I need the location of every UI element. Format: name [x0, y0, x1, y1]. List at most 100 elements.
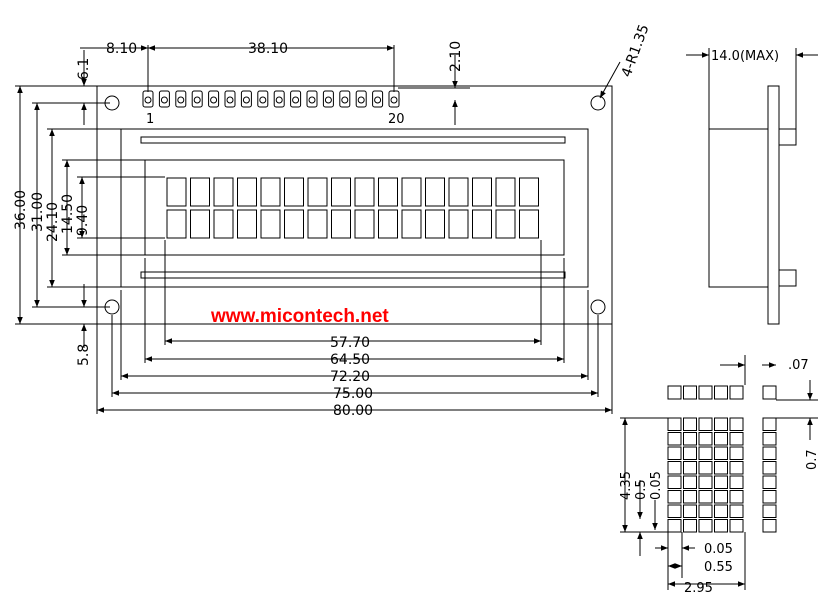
pin-hole: [226, 96, 234, 104]
char-cell: [354, 209, 375, 239]
char-cell: [190, 177, 210, 207]
connector-pin: [224, 90, 236, 108]
connector-pin: [240, 90, 252, 108]
dim-bottom-72-2: 72.20: [330, 369, 370, 385]
dim-hole-radius: 4-R1.35: [619, 22, 653, 79]
matrix-dot: [667, 432, 682, 446]
matrix-dot: [683, 446, 697, 460]
connector-pin: [372, 90, 384, 108]
matrix-dot: [698, 461, 713, 475]
bezel-outline: [120, 128, 589, 288]
dim-pin-height: 2.10: [448, 41, 464, 72]
char-cell: [378, 209, 398, 239]
side-pin-bottom: [778, 269, 797, 287]
dim-dot-pitch-v: 0.5: [634, 479, 649, 500]
dim-pitch-top: .07: [788, 358, 809, 373]
matrix-dot: [667, 446, 682, 460]
character-cells: [166, 177, 539, 239]
matrix-dot: [683, 504, 697, 518]
matrix-dot: [729, 432, 744, 446]
dim-bottom-64-5: 64.50: [330, 352, 370, 368]
matrix-dot: [667, 519, 682, 533]
connector-pin: [388, 90, 400, 108]
side-dot: [762, 461, 777, 475]
pin-hole: [193, 96, 201, 104]
char-cell: [519, 209, 539, 239]
side-view: 14.0(MAX): [686, 48, 818, 325]
connector-pin: [306, 90, 318, 108]
matrix-dot: [714, 461, 728, 475]
side-dot: [762, 519, 777, 533]
connector-pin: [142, 90, 154, 108]
watermark-url: www.micontech.net: [210, 306, 389, 327]
connector-pins: [142, 90, 400, 108]
matrix-dot: [667, 490, 682, 504]
matrix-dot: [714, 432, 728, 446]
matrix-dot: [714, 446, 728, 460]
char-cell: [495, 209, 516, 239]
matrix-dot: [714, 519, 728, 533]
matrix-dot: [729, 461, 744, 475]
side-dot: [762, 417, 777, 431]
matrix-dot: [667, 475, 682, 489]
char-cell: [237, 177, 257, 207]
char-cell: [472, 177, 492, 207]
matrix-dot: [729, 504, 744, 518]
side-pin-top: [778, 128, 797, 146]
matrix-dot: [714, 475, 728, 489]
connector-pin: [355, 90, 367, 108]
matrix-dot: [729, 519, 744, 533]
side-dot: [762, 385, 777, 400]
dim-thickness: 14.0(MAX): [711, 49, 779, 64]
char-cell: [284, 209, 304, 239]
pin-hole: [308, 96, 316, 104]
char-cell: [401, 177, 422, 207]
matrix-dot: [667, 504, 682, 518]
side-dot: [762, 475, 777, 489]
char-cell: [425, 209, 445, 239]
connector-pin: [257, 90, 269, 108]
mounting-hole-tr: [590, 95, 606, 111]
dim-left-6-1: 6.1: [76, 58, 92, 80]
char-cell: [284, 177, 304, 207]
detail-cursor-row: [667, 385, 744, 400]
dim-bottom-57-7: 57.70: [330, 335, 370, 351]
dim-char-height: 4.35: [619, 471, 634, 500]
char-cell: [448, 177, 469, 207]
matrix-dot: [714, 490, 728, 504]
pin-hole: [341, 96, 349, 104]
matrix-dot: [729, 446, 744, 460]
char-cell: [425, 177, 445, 207]
dim-left-31: 31.00: [30, 192, 46, 232]
dim-right-0-7: 0.7: [805, 449, 820, 470]
matrix-dot: [667, 461, 682, 475]
side-dot: [762, 446, 777, 460]
pin-hole: [390, 96, 398, 104]
char-cell: [307, 209, 328, 239]
dim-bottom-80: 80.00: [333, 403, 373, 419]
cursor-dot: [667, 385, 682, 400]
pin-label-first: 1: [146, 112, 154, 127]
matrix-dot: [698, 432, 713, 446]
matrix-dot: [698, 519, 713, 533]
matrix-dot: [729, 475, 744, 489]
pin-hole: [357, 96, 365, 104]
matrix-dot: [683, 475, 697, 489]
dim-dot-gap-h: 0.05: [704, 542, 733, 557]
pin-label-last: 20: [388, 112, 405, 127]
pin-hole: [374, 96, 382, 104]
dim-left-9-4: 9.40: [75, 205, 91, 236]
pcb-outline: [96, 85, 613, 325]
pin-hole: [177, 96, 185, 104]
pin-hole: [275, 96, 283, 104]
pin-hole: [324, 96, 332, 104]
pin-hole: [210, 96, 218, 104]
char-cell: [190, 209, 210, 239]
char-cell: [354, 177, 375, 207]
pin-hole: [242, 96, 250, 104]
cursor-dot: [714, 385, 728, 400]
detail-side-column: [762, 385, 777, 533]
matrix-dot: [698, 490, 713, 504]
dim-pin-offset: 8.10: [106, 41, 137, 57]
bottom-strip: [140, 271, 566, 279]
